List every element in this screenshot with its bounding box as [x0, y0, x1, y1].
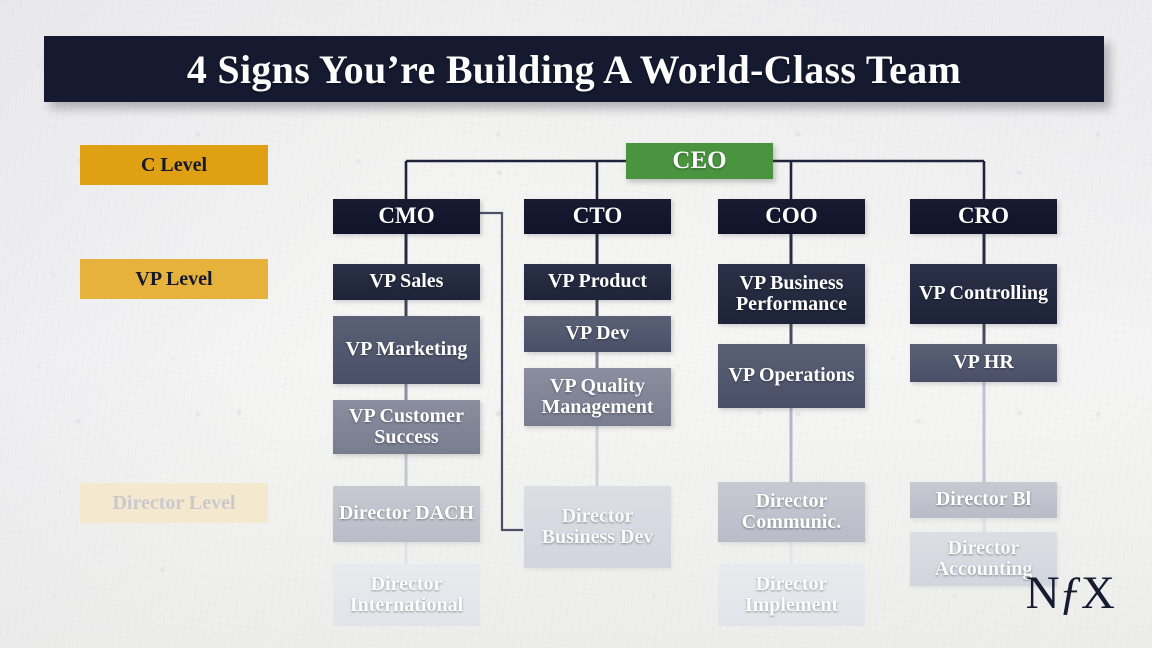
node-cto-label: CTO — [572, 203, 623, 229]
node-director-implement-label: Director Implement — [744, 572, 839, 616]
node-vp-marketing-label: VP Marketing — [345, 338, 468, 361]
node-vp-business-performance[interactable]: VP Business Performance — [718, 264, 865, 324]
nfx-logo-n: N — [1025, 567, 1060, 619]
node-director-bi[interactable]: Director Bl — [910, 482, 1057, 518]
node-cmo[interactable]: CMO — [333, 199, 480, 234]
node-ceo[interactable]: CEO — [626, 143, 773, 179]
node-vp-marketing[interactable]: VP Marketing — [333, 316, 480, 384]
node-cto[interactable]: CTO — [524, 199, 671, 234]
node-vp-sales-label: VP Sales — [369, 270, 444, 293]
node-director-international-label: Director International — [349, 572, 464, 616]
node-vp-quality-management-label: VP Quality Management — [541, 374, 654, 418]
node-director-business-dev-label: Director Business Dev — [541, 504, 654, 548]
nfx-logo: NƒX — [1025, 566, 1115, 620]
node-vp-controlling[interactable]: VP Controlling — [910, 264, 1057, 324]
node-vp-product[interactable]: VP Product — [524, 264, 671, 300]
node-vp-quality-management[interactable]: VP Quality Management — [524, 368, 671, 426]
node-coo-label: COO — [765, 203, 818, 229]
node-director-international[interactable]: Director International — [333, 564, 480, 626]
node-vp-product-label: VP Product — [547, 270, 648, 293]
node-director-dach[interactable]: Director DACH — [333, 486, 480, 542]
nfx-logo-x: X — [1081, 567, 1115, 619]
node-director-communic[interactable]: Director Communic. — [718, 482, 865, 542]
node-vp-dev[interactable]: VP Dev — [524, 316, 671, 352]
node-cro-label: CRO — [957, 203, 1010, 229]
node-director-business-dev[interactable]: Director Business Dev — [524, 486, 671, 568]
node-cro[interactable]: CRO — [910, 199, 1057, 234]
node-vp-controlling-label: VP Controlling — [918, 282, 1049, 305]
node-vp-sales[interactable]: VP Sales — [333, 264, 480, 300]
node-director-bi-label: Director Bl — [935, 488, 1032, 511]
node-vp-business-performance-label: VP Business Performance — [735, 271, 848, 315]
node-director-dach-label: Director DACH — [338, 502, 475, 525]
node-vp-customer-success-label: VP Customer Success — [349, 404, 464, 448]
node-vp-operations[interactable]: VP Operations — [718, 344, 865, 408]
nfx-logo-f: ƒ — [1058, 567, 1082, 619]
node-vp-hr-label: VP HR — [953, 351, 1014, 374]
node-vp-hr[interactable]: VP HR — [910, 344, 1057, 382]
node-coo[interactable]: COO — [718, 199, 865, 234]
node-director-communic-label: Director Communic. — [741, 489, 842, 533]
node-vp-operations-label: VP Operations — [728, 364, 855, 387]
node-vp-dev-label: VP Dev — [565, 322, 630, 345]
node-cmo-label: CMO — [378, 203, 435, 229]
node-vp-customer-success[interactable]: VP Customer Success — [333, 400, 480, 454]
node-director-implement[interactable]: Director Implement — [718, 564, 865, 626]
node-ceo-label: CEO — [672, 146, 727, 174]
